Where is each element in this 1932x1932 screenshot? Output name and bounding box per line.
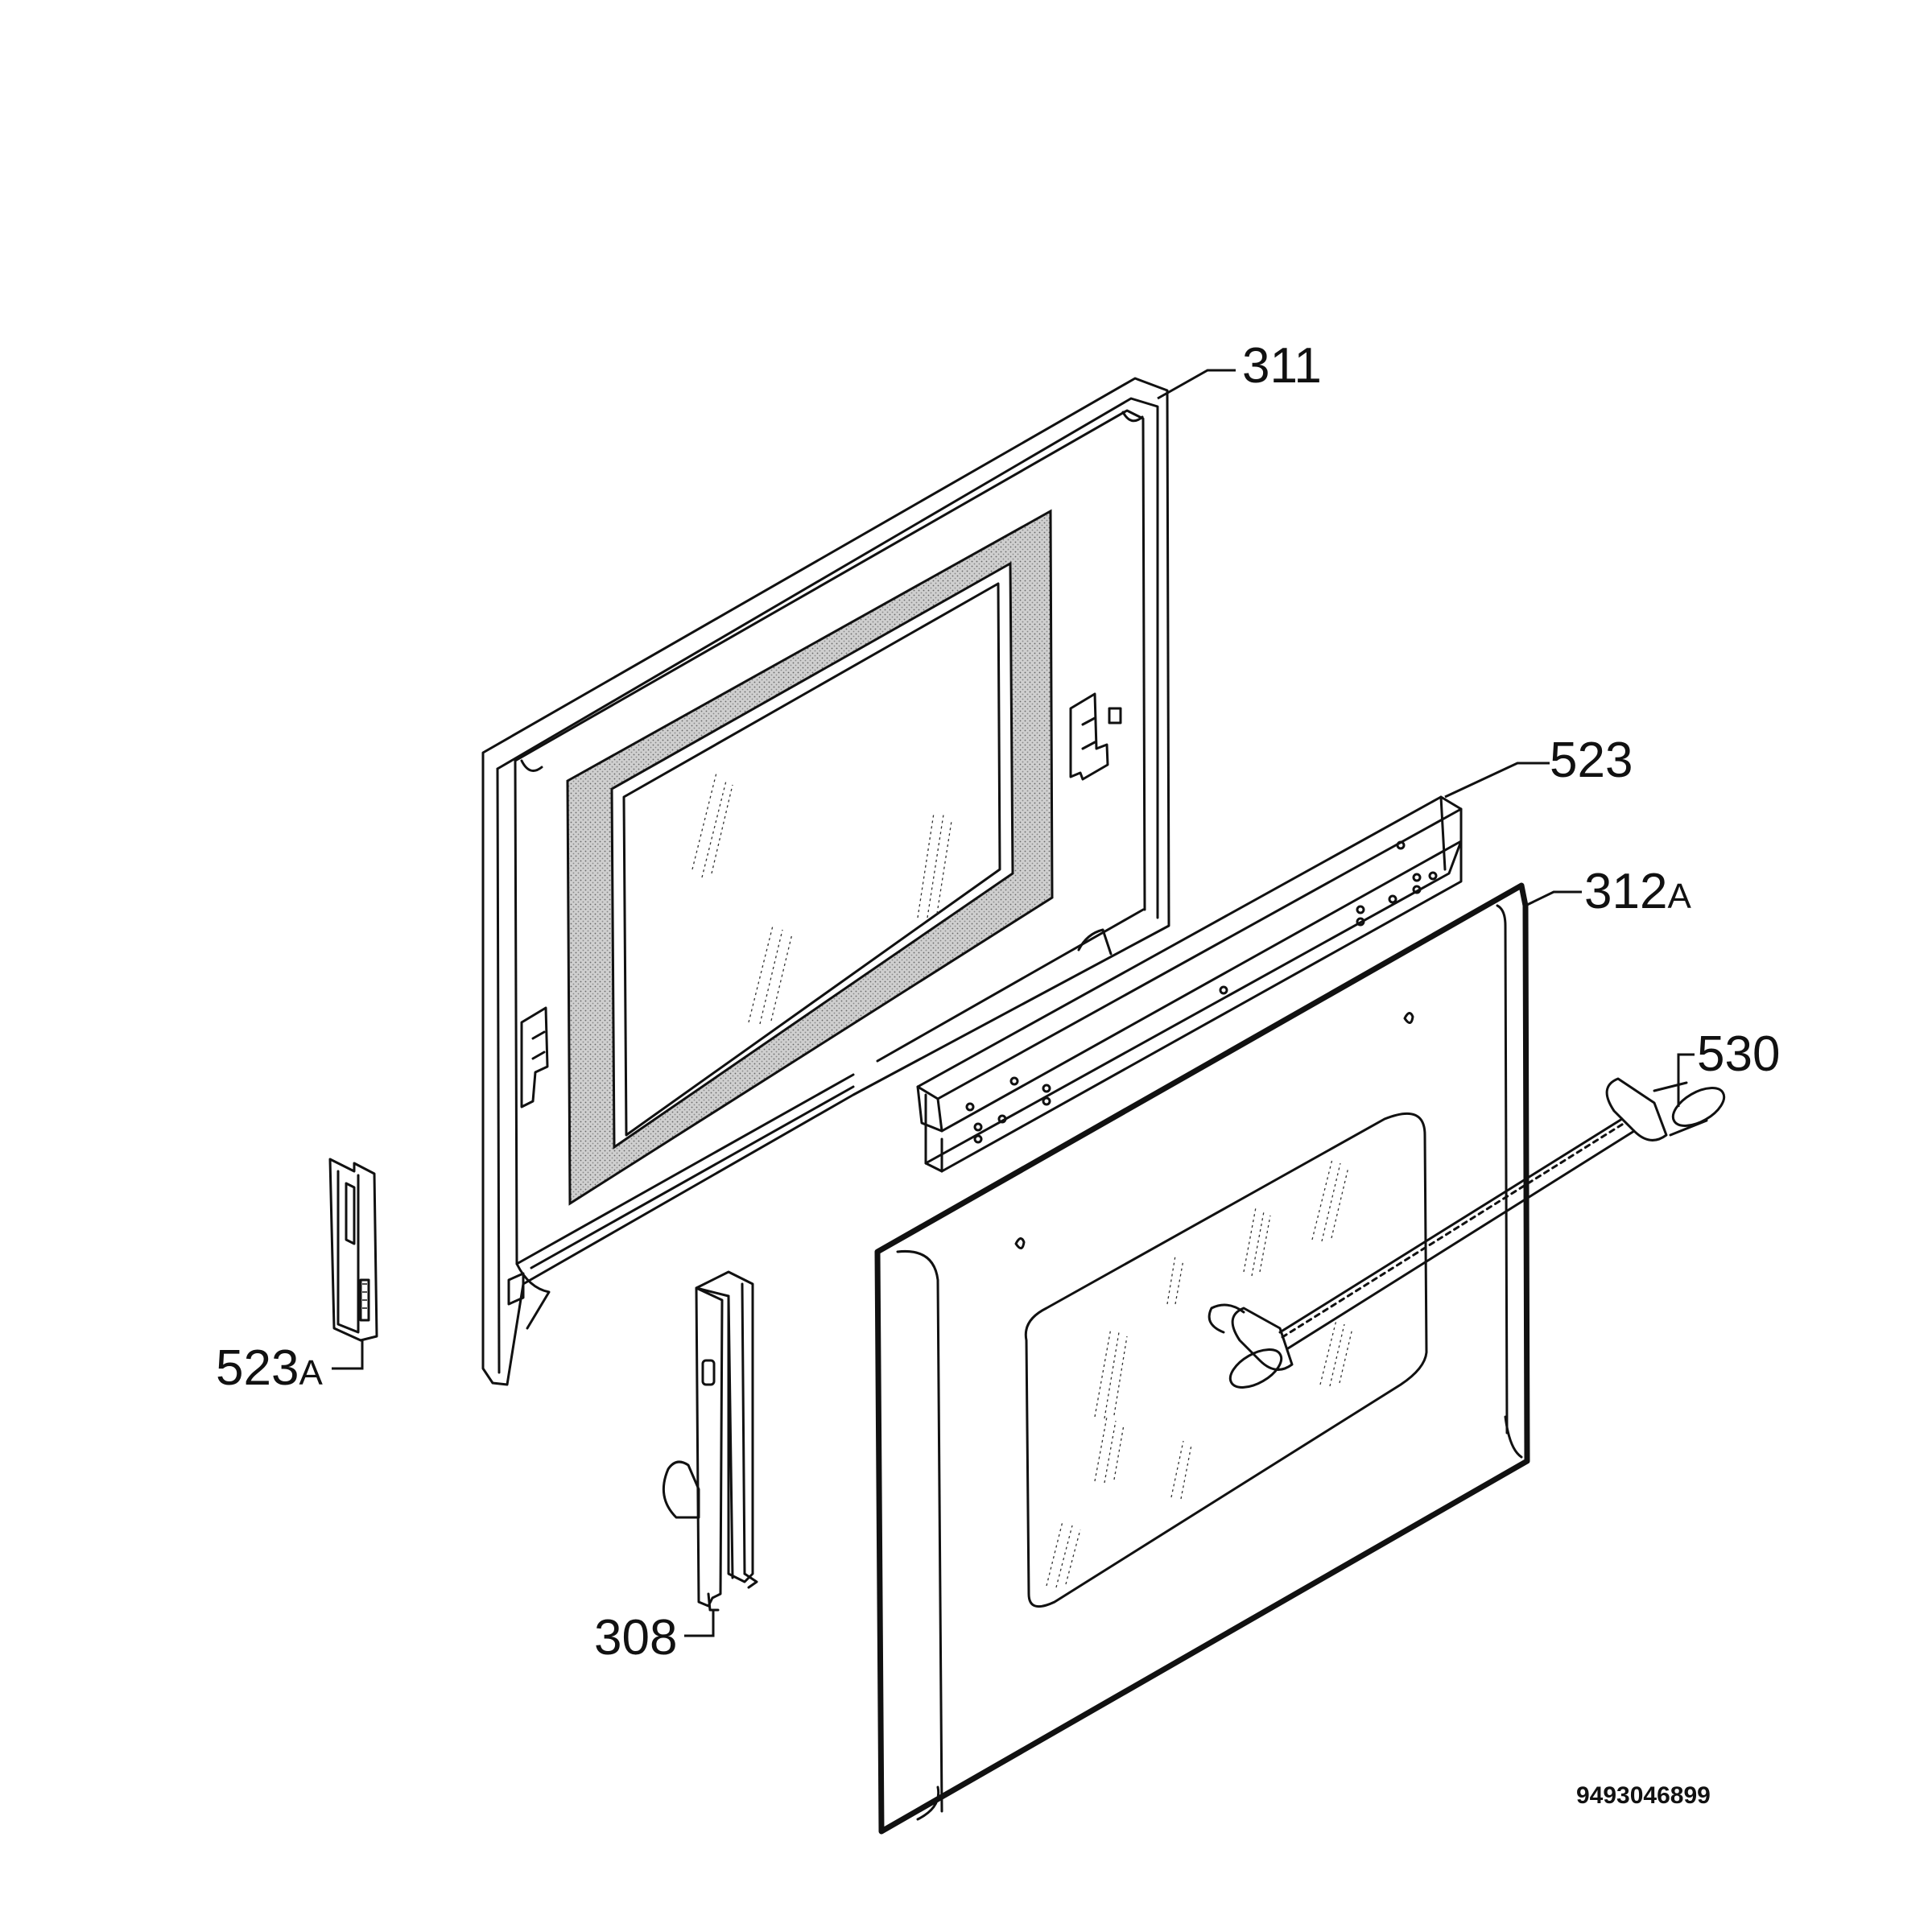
label-312a: 312A — [1584, 864, 1691, 919]
label-308: 308 — [594, 1610, 677, 1666]
door-handle-530 — [1208, 1077, 1726, 1389]
rail-mounting-holes — [965, 840, 1438, 1144]
door-profile-rail-523 — [916, 795, 1463, 1173]
door-hinge-308 — [662, 1270, 758, 1612]
hinge-bracket-left — [520, 1006, 549, 1108]
end-clip-523a — [328, 1158, 378, 1342]
inner-door-panel-311 — [481, 377, 1170, 1386]
label-530: 530 — [1697, 1026, 1780, 1082]
label-523: 523 — [1550, 733, 1633, 788]
hinge-bracket-right — [1069, 692, 1122, 781]
glass-reflection-hatches — [691, 772, 952, 1025]
leader-lines — [332, 369, 1695, 1637]
label-312a-number: 312 — [1584, 864, 1667, 919]
label-311: 311 — [1242, 338, 1322, 394]
label-312a-suffix: A — [1667, 877, 1691, 916]
label-523a-number: 523 — [216, 1340, 299, 1396]
window-glass-hatches — [1046, 1158, 1353, 1588]
label-523a: 523A — [216, 1340, 323, 1396]
document-number: 9493046899 — [1576, 1782, 1711, 1809]
outer-door-glass-312a — [874, 882, 1530, 1835]
label-523a-suffix: A — [299, 1353, 323, 1393]
